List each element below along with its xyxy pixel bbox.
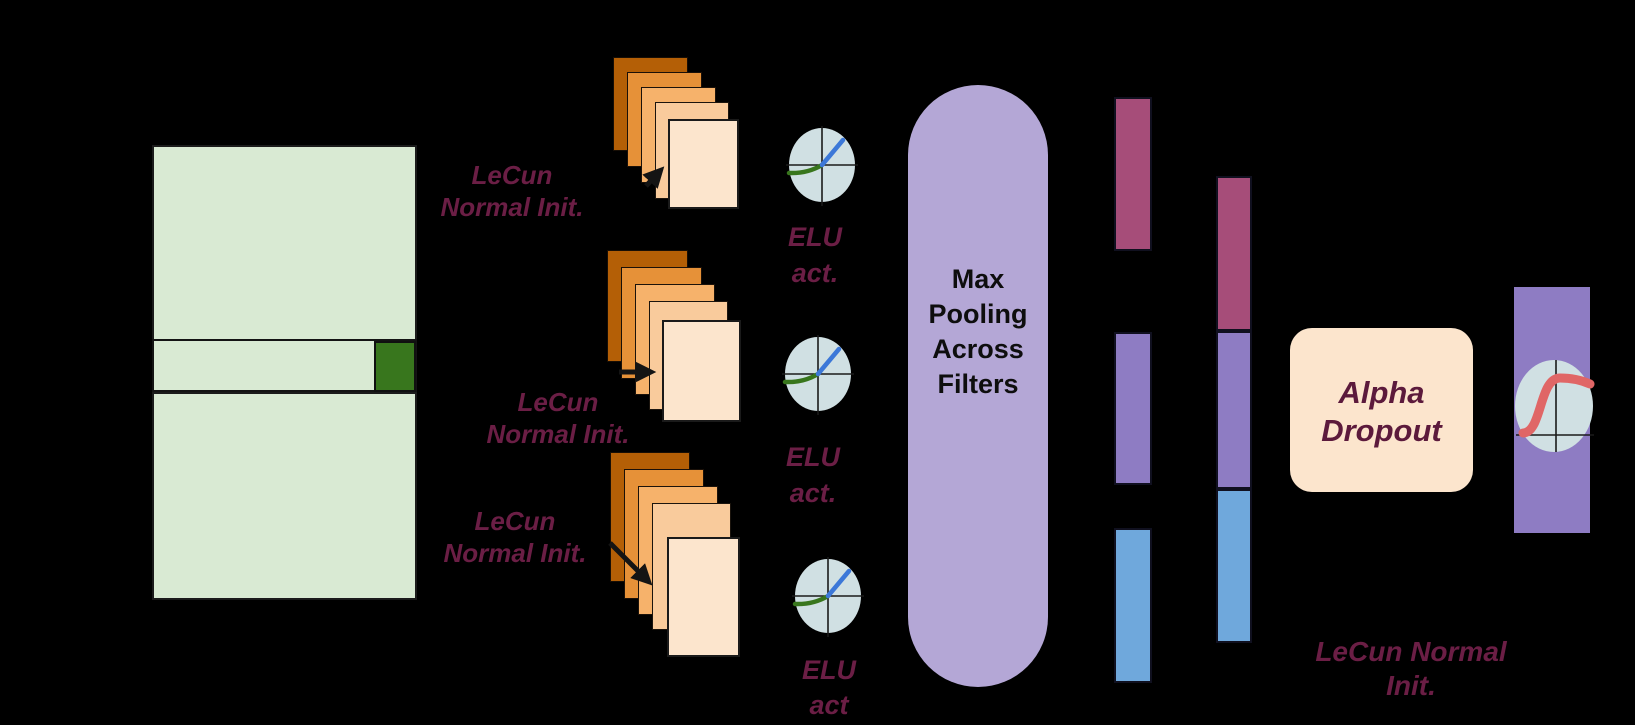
elu-act-label-3: ELU act (776, 653, 882, 723)
alpha-dropout-label-line2: Dropout (1321, 413, 1442, 448)
elu-act-label-1-line2: act. (791, 258, 839, 288)
max-pooling-pill (908, 85, 1048, 687)
alpha-dropout-label: Alpha Dropout (1290, 374, 1473, 450)
max-pooling-label-line3: Across (932, 334, 1024, 364)
feature-bar-column2-blue (1216, 489, 1252, 643)
sigmoid-activation-icon (1515, 360, 1595, 452)
alpha-dropout-box (1290, 328, 1473, 492)
elu-act-label-3-line2: act (809, 690, 849, 720)
lecun-init-label-1-line1: LeCun (471, 160, 553, 190)
feature-bar-column1-blue (1114, 528, 1152, 683)
lecun-init-label-3: LeCun Normal Init. (403, 505, 627, 569)
elu-act-label-3-line1: ELU (802, 655, 856, 685)
alpha-dropout-label-line1: Alpha (1338, 375, 1425, 410)
lecun-init-label-2-line2: Normal Init. (486, 419, 630, 449)
input-matrix-bottom-block (152, 392, 417, 600)
elu-act-label-2: ELU act. (760, 439, 866, 511)
conv-filter-stack-3-card-5 (667, 537, 740, 657)
elu-activation-icon-3 (792, 557, 864, 637)
lecun-init-label-2-line1: LeCun (517, 387, 599, 417)
elu-act-label-2-line2: act. (789, 478, 837, 508)
lecun-init-label-2: LeCun Normal Init. (446, 386, 670, 450)
feature-bar-column1-purple (1114, 332, 1152, 485)
conv-filter-stack-2-card-5 (662, 320, 741, 422)
elu-activation-icon-2 (782, 335, 854, 415)
lecun-init-label-1: LeCun Normal Init. (400, 159, 624, 223)
feature-bar-column1-maroon (1114, 97, 1152, 251)
lecun-init-label-dense: LeCun Normal Init. (1290, 635, 1532, 703)
input-matrix-highlight-cell (374, 341, 416, 392)
lecun-init-label-1-line2: Normal Init. (440, 192, 584, 222)
max-pooling-label-line4: Filters (937, 369, 1019, 399)
max-pooling-label-line1: Max (951, 264, 1005, 294)
lecun-init-label-3-line2: Normal Init. (443, 538, 587, 568)
lecun-init-label-dense-line2: Init. (1386, 670, 1436, 701)
input-matrix-top-block (152, 145, 417, 341)
lecun-init-label-dense-line1: LeCun Normal (1315, 636, 1507, 667)
lecun-init-label-3-line1: LeCun (474, 506, 556, 536)
elu-act-label-1-line1: ELU (788, 222, 842, 252)
feature-bar-column2-purple (1216, 331, 1252, 489)
input-matrix-highlighted-row (152, 339, 417, 392)
elu-act-label-1: ELU act. (762, 219, 868, 291)
elu-activation-icon-1 (786, 126, 858, 206)
elu-act-label-2-line1: ELU (786, 442, 840, 472)
arrow-icon-conv1 (642, 166, 665, 189)
arrow-icon-conv3 (608, 541, 653, 586)
max-pooling-label: Max Pooling Across Filters (908, 262, 1048, 402)
conv-filter-stack-1-card-5 (668, 119, 739, 209)
max-pooling-label-line2: Pooling (928, 299, 1028, 329)
feature-bar-column2-maroon (1216, 176, 1252, 331)
